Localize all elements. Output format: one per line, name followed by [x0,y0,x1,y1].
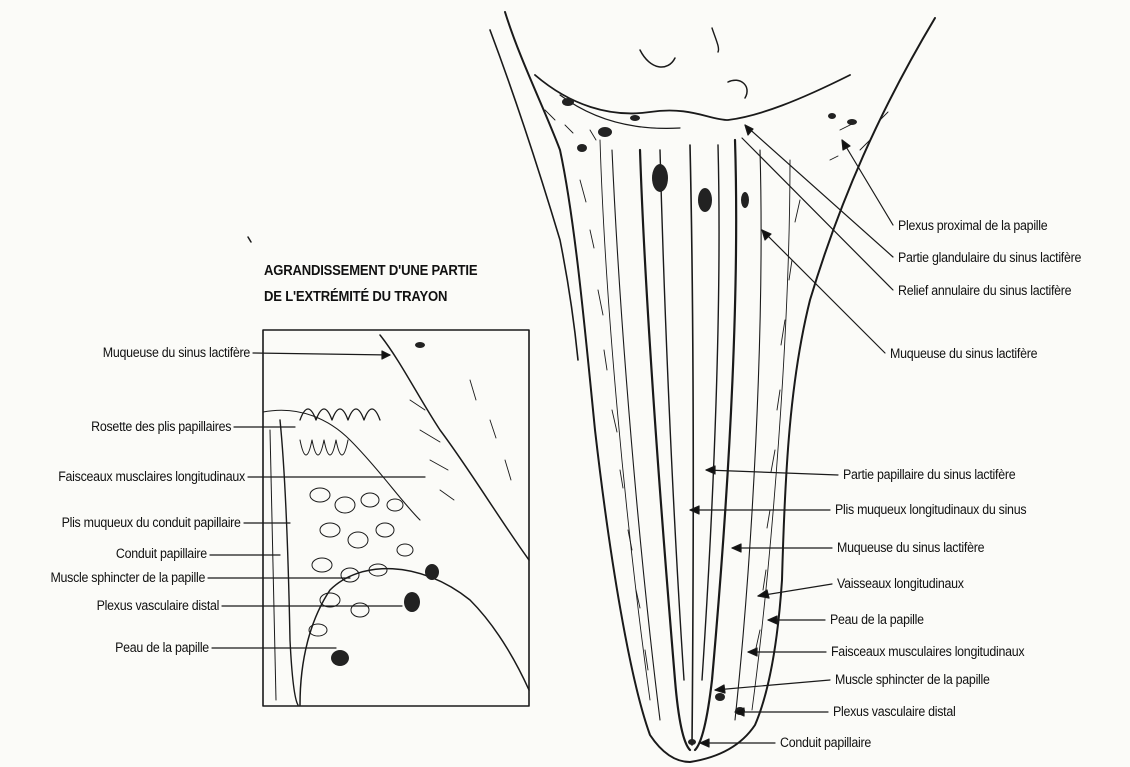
inset-title-line-1: AGRANDISSEMENT D'UNE PARTIE [264,258,477,284]
right-label-peau-papille: Peau de la papille [830,612,924,628]
right-label-plexus-vasculaire: Plexus vasculaire distal [833,704,955,720]
left-label-plexus-vasculaire: Plexus vasculaire distal [97,598,219,614]
right-label-relief-annulaire: Relief annulaire du sinus lactifère [898,283,1071,299]
right-label-partie-glandulaire: Partie glandulaire du sinus lactifère [898,250,1081,266]
right-label-vaisseaux-longitudinaux: Vaisseaux longitudinaux [837,576,964,592]
right-label-muqueuse-sinus-upper: Muqueuse du sinus lactifère [890,346,1037,362]
right-label-partie-papillaire: Partie papillaire du sinus lactifère [843,467,1015,483]
inset-title-line-2: DE L'EXTRÉMITÉ DU TRAYON [264,284,447,310]
right-label-conduit-papillaire: Conduit papillaire [780,735,871,751]
left-label-muqueuse-sinus: Muqueuse du sinus lactifère [103,345,250,361]
right-label-faisceaux-musculaires: Faisceaux musculaires longitudinaux [831,644,1024,660]
right-label-muscle-sphincter: Muscle sphincter de la papille [835,672,990,688]
stray-mark [248,237,251,242]
left-label-plis-muqueux-conduit: Plis muqueux du conduit papillaire [62,515,241,531]
right-label-plexus-proximal: Plexus proximal de la papille [898,218,1047,234]
right-label-plis-muqueux-sinus: Plis muqueux longitudinaux du sinus [835,502,1026,518]
glandular-dark-spots [562,98,857,745]
left-label-conduit-papillaire: Conduit papillaire [116,546,207,562]
left-label-peau-papille: Peau de la papille [115,640,209,656]
left-label-rosette-plis: Rosette des plis papillaires [91,419,231,435]
inset-frame [263,330,529,706]
left-label-muscle-sphincter: Muscle sphincter de la papille [50,570,205,586]
right-label-muqueuse-sinus-lower: Muqueuse du sinus lactifère [837,540,984,556]
left-label-faisceaux-musclaires: Faisceaux musclaires longitudinaux [58,469,245,485]
inset-dark-spots [331,342,439,666]
inset-enlargement [263,330,529,706]
